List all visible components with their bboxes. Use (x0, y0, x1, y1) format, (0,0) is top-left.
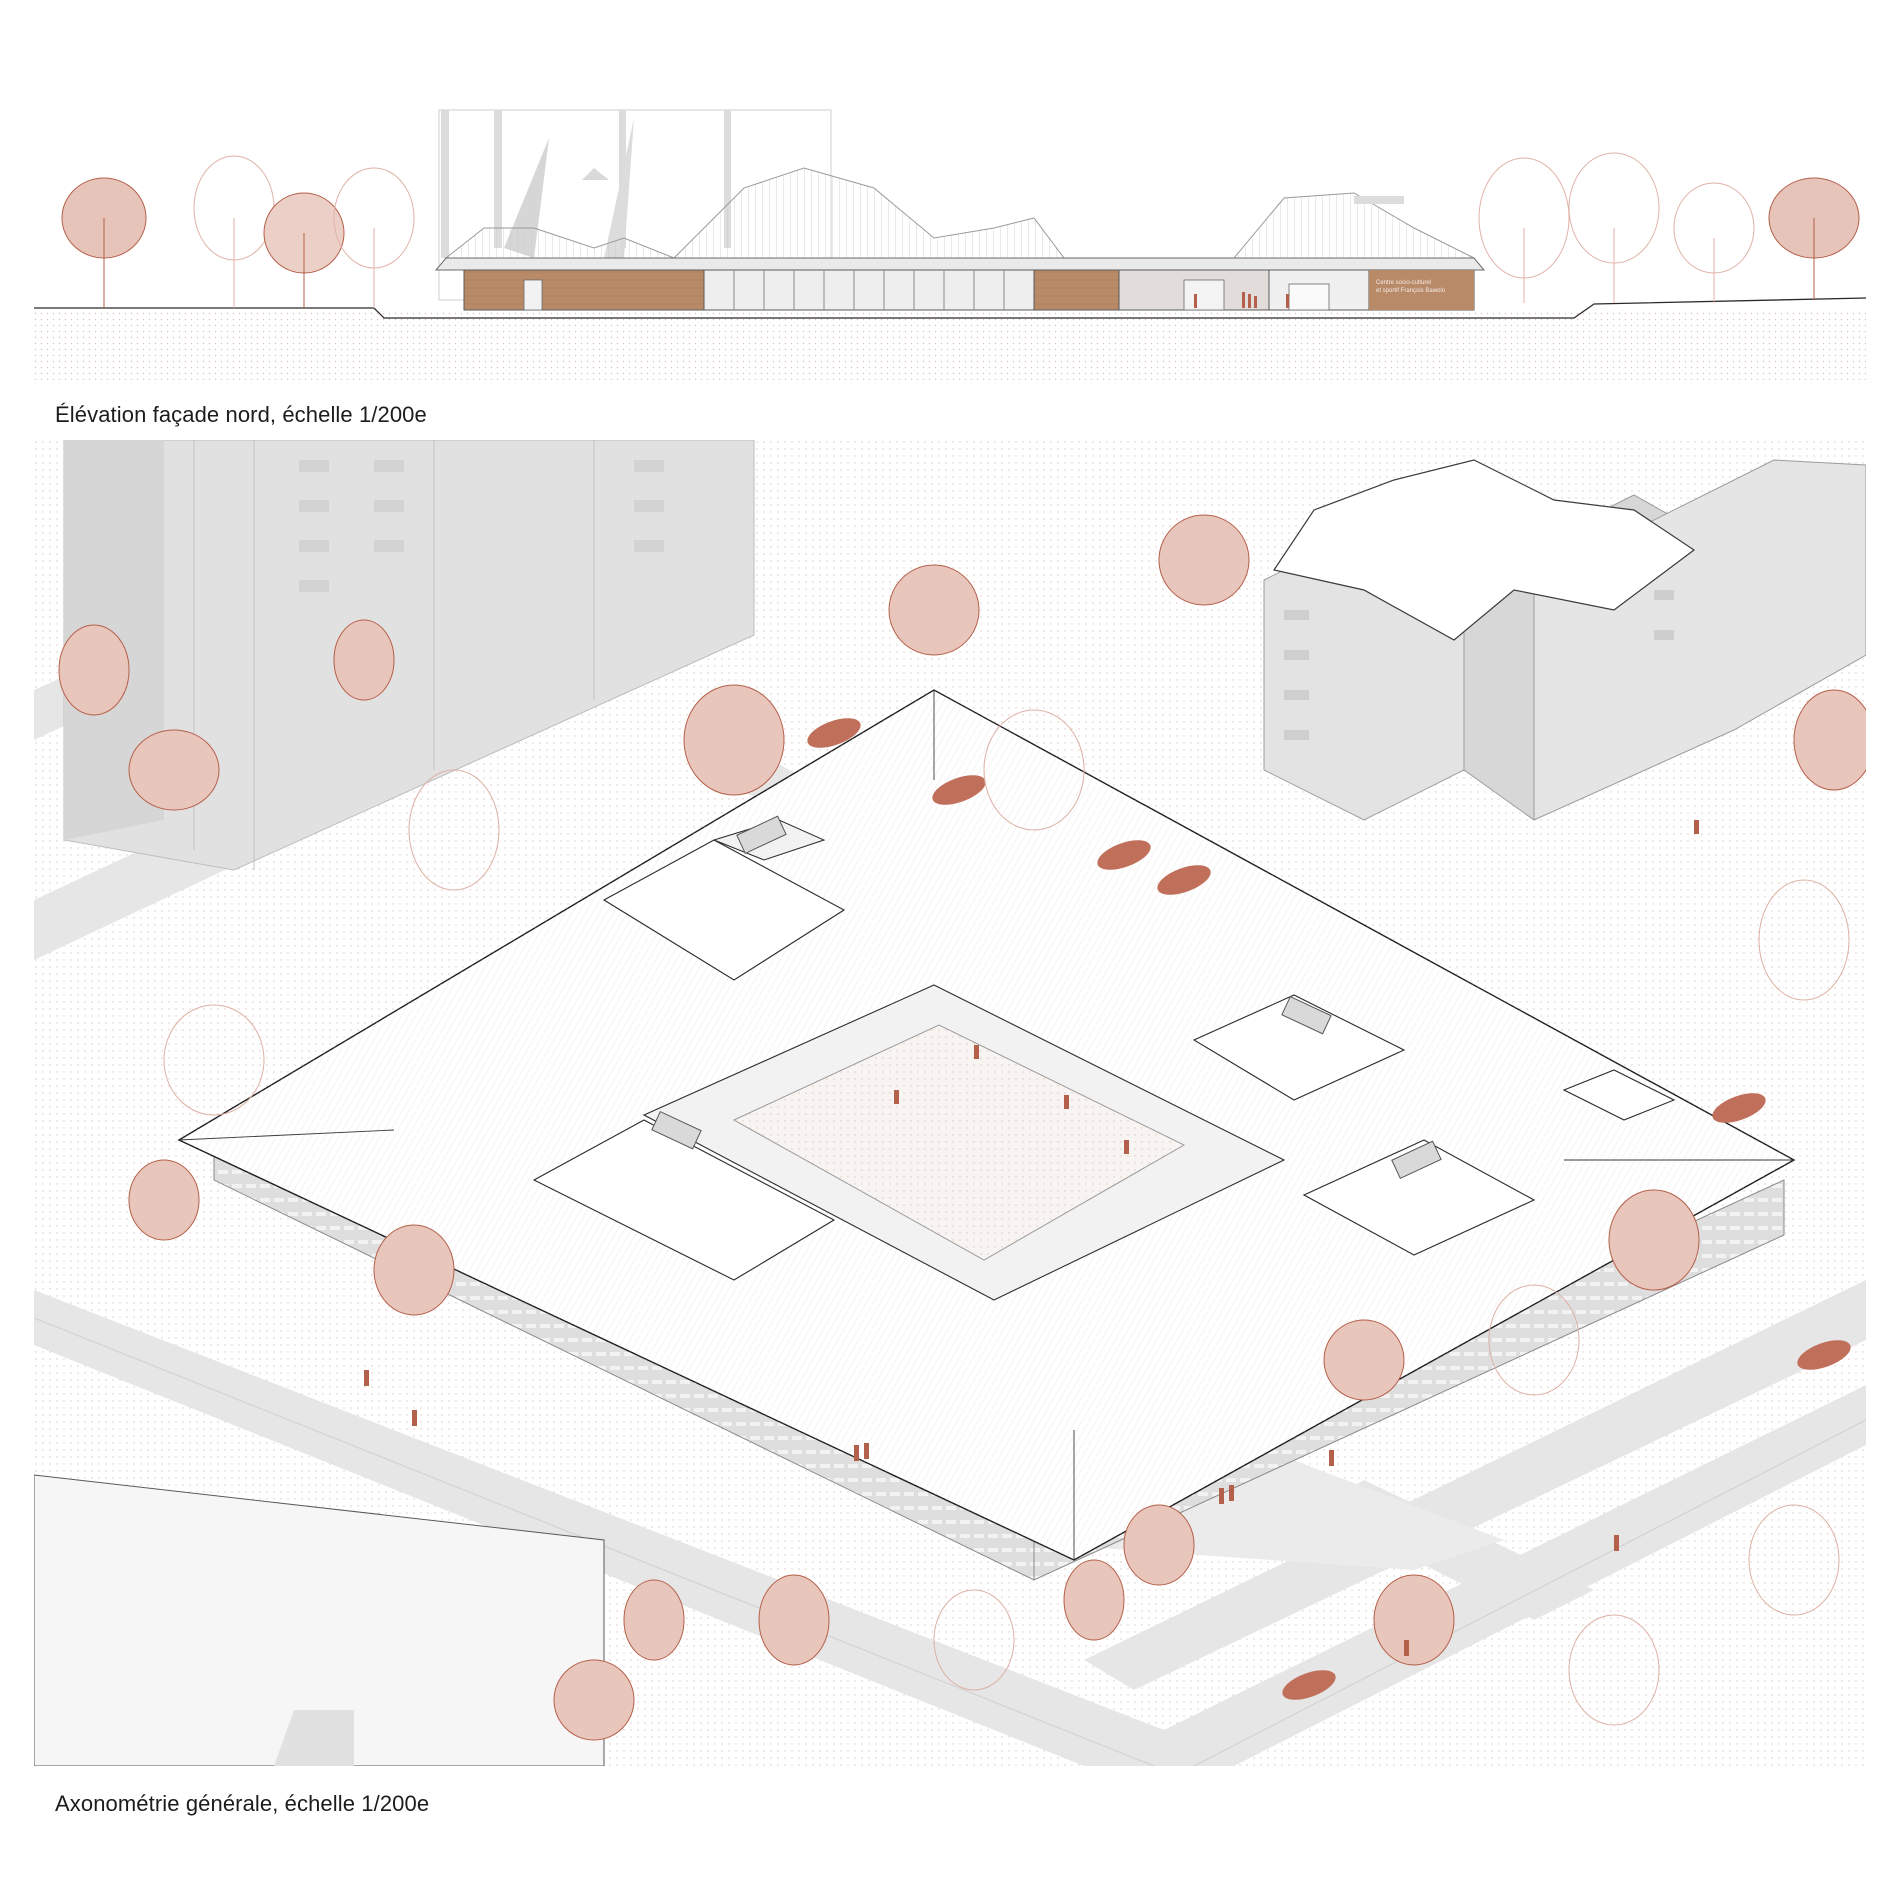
tree (373, 1224, 455, 1316)
elevation-people (1194, 292, 1289, 308)
tree (333, 619, 395, 701)
roof-lanterns (532, 815, 1676, 1281)
tree (933, 1589, 1015, 1691)
person (1219, 1488, 1224, 1504)
roof-lantern-east (1192, 994, 1406, 1101)
tree (1673, 182, 1755, 303)
axonometric-drawing (34, 440, 1866, 1766)
car (1712, 1093, 1766, 1123)
tree (758, 1574, 830, 1666)
elevation-facade (463, 269, 1475, 311)
person (1064, 1095, 1069, 1109)
tree (1758, 879, 1850, 1001)
tree (128, 729, 220, 811)
tree (1768, 177, 1860, 300)
trees (58, 514, 1866, 1741)
roof-lantern-west (532, 1110, 836, 1281)
tree (623, 1579, 685, 1661)
car (1282, 1670, 1336, 1700)
person (1694, 820, 1699, 834)
tree (128, 1159, 200, 1241)
tree (1488, 1284, 1580, 1396)
axonometry-caption: Axonométrie générale, échelle 1/200e (55, 1791, 430, 1816)
person (854, 1445, 859, 1461)
north-elevation-drawing: Centre socio-culturel et sportif Françoi… (34, 108, 1866, 380)
person (1329, 1450, 1334, 1466)
tree (888, 564, 980, 656)
roof-lantern-south (1302, 1139, 1536, 1256)
tree (163, 1004, 265, 1116)
car (1797, 1340, 1851, 1370)
facade-sign-line1: Centre socio-culturel (1376, 280, 1431, 286)
car (807, 718, 861, 748)
north-elevation-svg: Centre socio-culturel et sportif Françoi… (34, 109, 1866, 380)
roof-lantern-north (602, 815, 846, 981)
tree (1123, 1504, 1195, 1586)
tree (408, 769, 500, 891)
tree (1478, 157, 1570, 303)
tree (683, 684, 785, 796)
tree (333, 167, 415, 308)
axonometry-svg (34, 440, 1866, 1766)
person (894, 1090, 899, 1104)
people (364, 820, 1699, 1656)
courtyard (642, 984, 1286, 1301)
elevation-trees-right (1478, 152, 1860, 303)
tree (61, 177, 147, 308)
tree (1568, 1614, 1660, 1726)
tree (1063, 1559, 1125, 1641)
person (1404, 1640, 1409, 1656)
tree (1748, 1504, 1840, 1616)
roof-lantern-corner (1562, 1069, 1676, 1121)
tree (1373, 1574, 1455, 1666)
tree (1568, 152, 1660, 303)
facade-sign-line2: et sportif François Bawolo (1376, 288, 1446, 294)
building-bottom-left (34, 1474, 605, 1766)
cross-tower-right (1263, 459, 1866, 821)
tree (263, 192, 345, 308)
person (364, 1370, 369, 1386)
person (412, 1410, 417, 1426)
car (1097, 840, 1151, 870)
elevation-roof (434, 167, 1486, 271)
person (1614, 1535, 1619, 1551)
elevation-trees-left (61, 155, 415, 308)
person (974, 1045, 979, 1059)
cars (807, 718, 1851, 1700)
person (864, 1443, 869, 1459)
elevation-caption: Élévation façade nord, échelle 1/200e (55, 402, 427, 427)
person (1229, 1485, 1234, 1501)
ground-line (34, 297, 1866, 319)
facade-sign: Centre socio-culturel et sportif Françoi… (1369, 270, 1474, 310)
tree (983, 709, 1085, 831)
ground-texture (34, 308, 1866, 380)
person (1124, 1140, 1129, 1154)
building-bottom-left-shade (274, 1710, 354, 1766)
tree (58, 624, 130, 716)
tree (553, 1659, 635, 1741)
car (1157, 865, 1211, 895)
tree (193, 155, 275, 308)
tree (1608, 1189, 1700, 1291)
tree (1323, 1319, 1405, 1401)
tree (1793, 689, 1866, 791)
car (932, 775, 986, 805)
tree (1158, 514, 1250, 606)
